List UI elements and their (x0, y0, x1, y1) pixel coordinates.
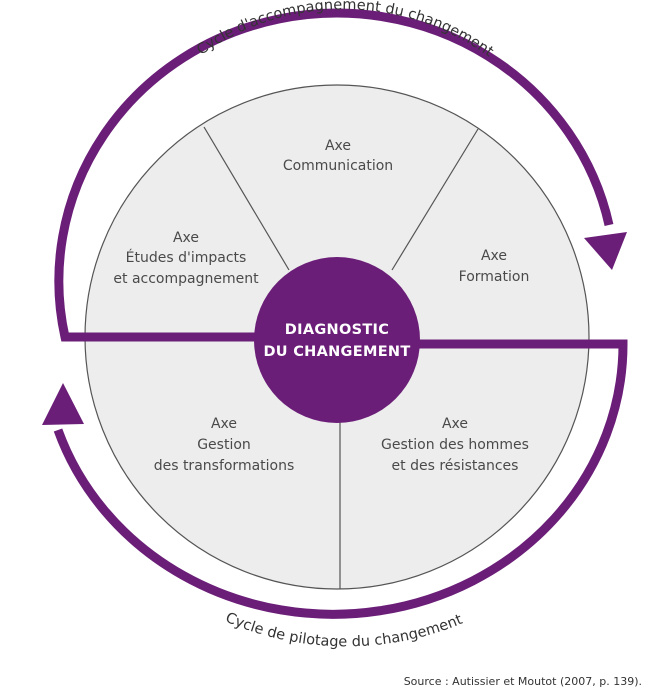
segment-etudes-line3: et accompagnement (113, 271, 259, 287)
segment-transformations-line3: des transformations (154, 458, 295, 474)
segment-etudes-line1: Axe (173, 230, 199, 246)
segment-communication-line2: Communication (283, 158, 393, 174)
segment-formation-line2: Formation (459, 269, 530, 285)
accompagnement-cycle-band (54, 8, 614, 342)
center-label-line2: DU CHANGEMENT (263, 344, 410, 360)
pilotage-cycle-band (53, 339, 628, 619)
segment-hommes-line1: Axe (442, 416, 468, 432)
segment-formation-line1: Axe (481, 248, 507, 264)
segment-transformations-line2: Gestion (197, 437, 251, 453)
cycle-label-top: Cycle d'accompagnement du changement (194, 0, 496, 60)
segment-communication-line1: Axe (325, 138, 351, 154)
segment-transformations-line1: Axe (211, 416, 237, 432)
segment-hommes-line3: et des résistances (392, 458, 519, 474)
pilotage-arrow-head (42, 383, 84, 425)
segment-hommes-line2: Gestion des hommes (381, 437, 529, 453)
cycle-label-top-path: Cycle d'accompagnement du changement (194, 0, 496, 60)
center-circle (254, 257, 420, 423)
center-label-line1: DIAGNOSTIC (285, 322, 389, 338)
accompagnement-arrow-head (584, 232, 627, 270)
divider-top-left (203, 126, 290, 271)
source-citation: Source : Autissier et Moutot (2007, p. 1… (403, 675, 642, 688)
segment-etudes-line2: Études d'impacts (126, 249, 247, 266)
divider-top-right (391, 128, 479, 271)
